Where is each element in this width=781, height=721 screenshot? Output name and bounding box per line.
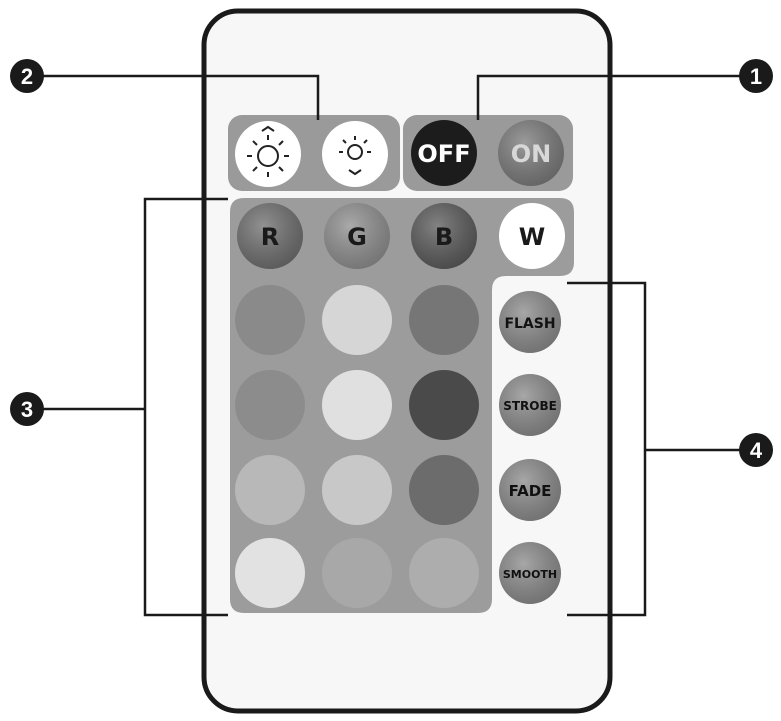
color-button[interactable] [409,538,479,608]
fade-button[interactable]: FADE [499,459,561,521]
red-button-label: R [261,223,279,251]
callout-marker-power: 1 [739,59,773,93]
callout-marker-colors: 3 [10,392,44,426]
on-button[interactable]: ON [498,120,564,186]
callout-number-2: 2 [21,64,33,89]
color-button[interactable] [322,370,392,440]
brightness-up-icon [247,125,289,177]
callout-line-brightness [40,74,320,120]
strobe-button[interactable]: STROBE [499,374,561,436]
callout-number-4: 4 [750,438,763,463]
color-button[interactable] [322,455,392,525]
flash-button-label: FLASH [504,316,555,332]
flash-button[interactable]: FLASH [499,291,561,353]
off-button[interactable]: OFF [411,120,477,186]
blue-button-label: B [435,223,453,251]
color-button[interactable] [235,285,305,355]
white-button-label: W [519,223,545,251]
callout-marker-brightness: 2 [10,59,44,93]
color-button[interactable] [235,455,305,525]
brightness-up-button[interactable] [235,121,301,187]
brightness-down-button[interactable] [322,121,388,187]
blue-button[interactable]: B [411,203,477,269]
white-button[interactable]: W [499,203,565,269]
smooth-button[interactable]: SMOOTH [499,542,561,604]
callout-number-1: 1 [750,64,762,89]
fade-button-label: FADE [509,482,552,500]
green-button-label: G [347,223,367,251]
brightness-down-icon [339,136,371,176]
callout-marker-effects: 4 [739,433,773,467]
color-button[interactable] [409,285,479,355]
color-button[interactable] [322,285,392,355]
callout-number-3: 3 [21,397,33,422]
color-button[interactable] [235,538,305,608]
color-button[interactable] [409,455,479,525]
on-button-label: ON [511,140,552,168]
red-button[interactable]: R [237,203,303,269]
callout-line-power [476,74,740,120]
green-button[interactable]: G [324,203,390,269]
color-panel [230,198,574,613]
color-button[interactable] [409,370,479,440]
strobe-button-label: STROBE [503,399,557,413]
callout-line-effects-bracket [567,281,647,617]
color-button[interactable] [322,538,392,608]
smooth-button-label: SMOOTH [503,568,557,581]
callout-lines [40,74,740,617]
callout-line-colors-bracket [143,197,228,617]
off-button-label: OFF [417,140,470,168]
color-button[interactable] [235,370,305,440]
color-grid [235,285,479,608]
